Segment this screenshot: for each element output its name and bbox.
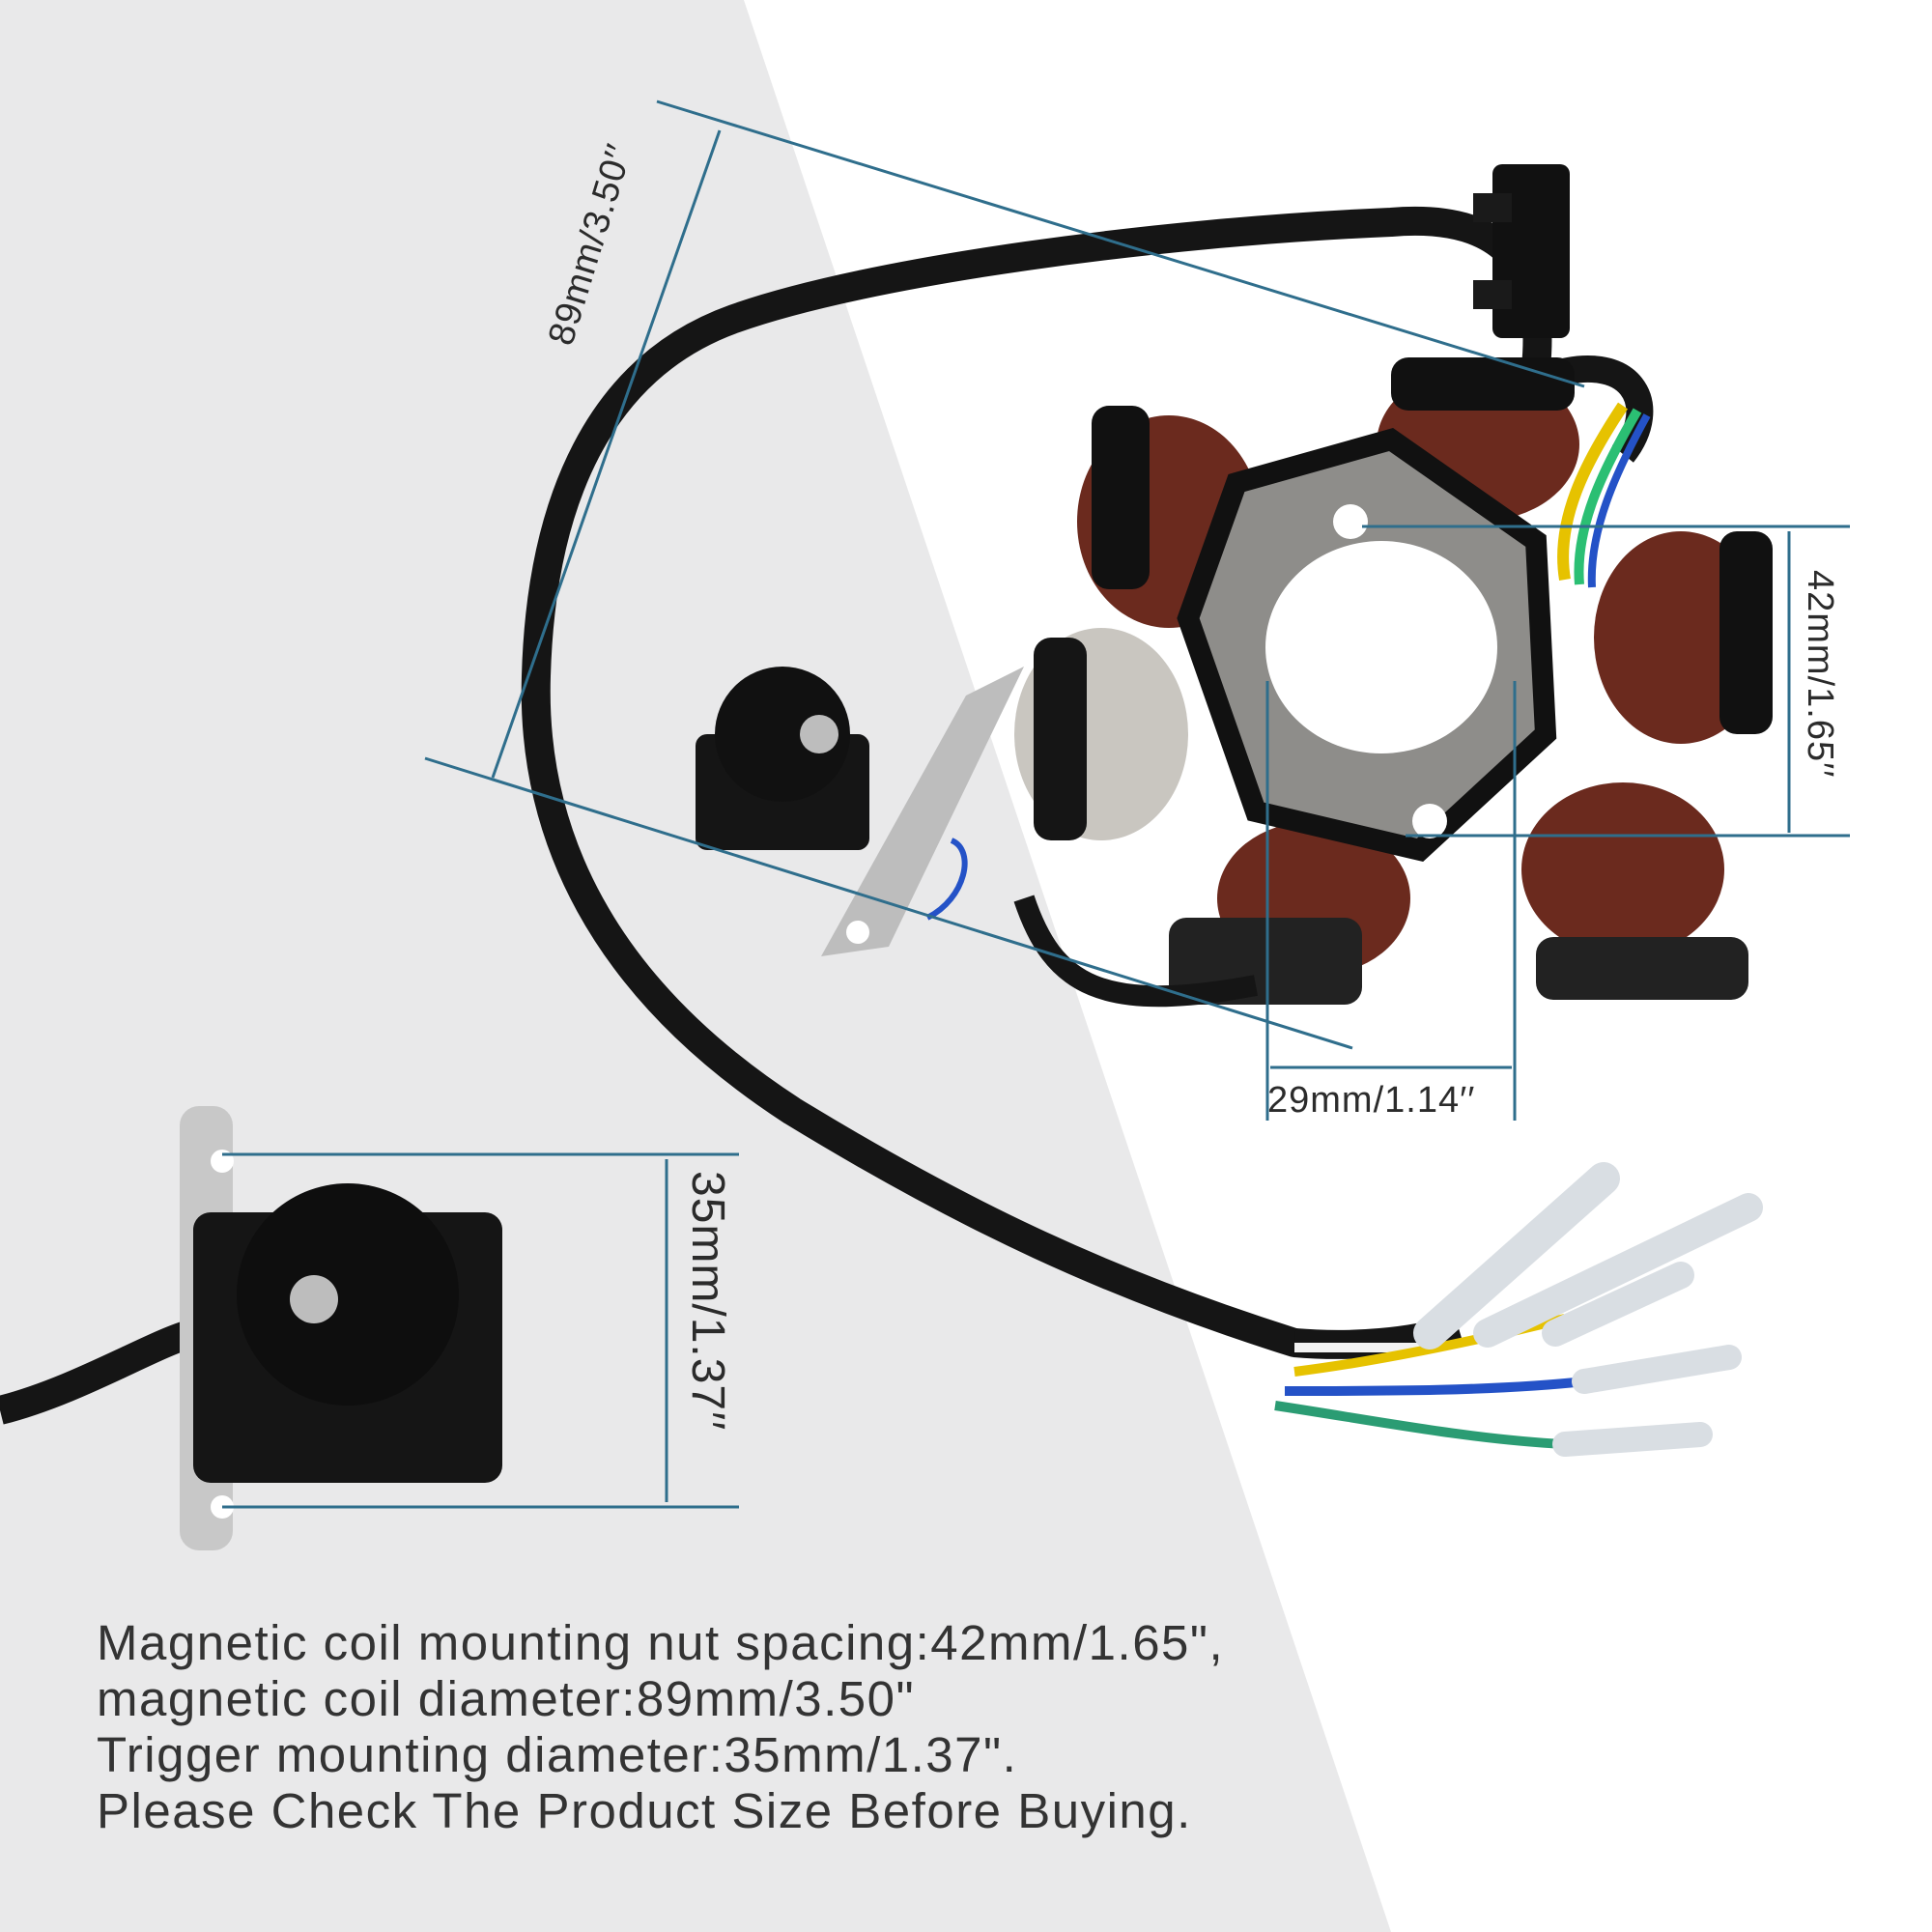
trigger-pickup-large	[0, 1106, 502, 1550]
caption-line-2: magnetic coil diameter:89mm/3.50"	[97, 1671, 916, 1726]
caption-line-1: Magnetic coil mounting nut spacing:42mm/…	[97, 1615, 1225, 1670]
dimension-label-trigger: 35mm/1.37′′	[682, 1171, 733, 1432]
dimension-label-inner: 29mm/1.14′′	[1267, 1080, 1476, 1121]
caption-line-3: Trigger mounting diameter:35mm/1.37".	[97, 1727, 1018, 1782]
wire-harness-cable	[521, 206, 1552, 1357]
dimension-lines	[222, 99, 1850, 1509]
trigger-pickup-small	[696, 667, 1259, 1008]
wire-terminals	[1274, 1162, 1763, 1457]
product-caption: Magnetic coil mounting nut spacing:42mm/…	[97, 1615, 1224, 1839]
dimension-label-nut-spacing: 42mm/1.65′′	[1800, 570, 1840, 779]
caption-line-4: Please Check The Product Size Before Buy…	[97, 1783, 1192, 1838]
stator-coils	[1014, 357, 1773, 1005]
connector-plug	[1473, 164, 1570, 338]
stator-center-hole	[1265, 541, 1497, 753]
